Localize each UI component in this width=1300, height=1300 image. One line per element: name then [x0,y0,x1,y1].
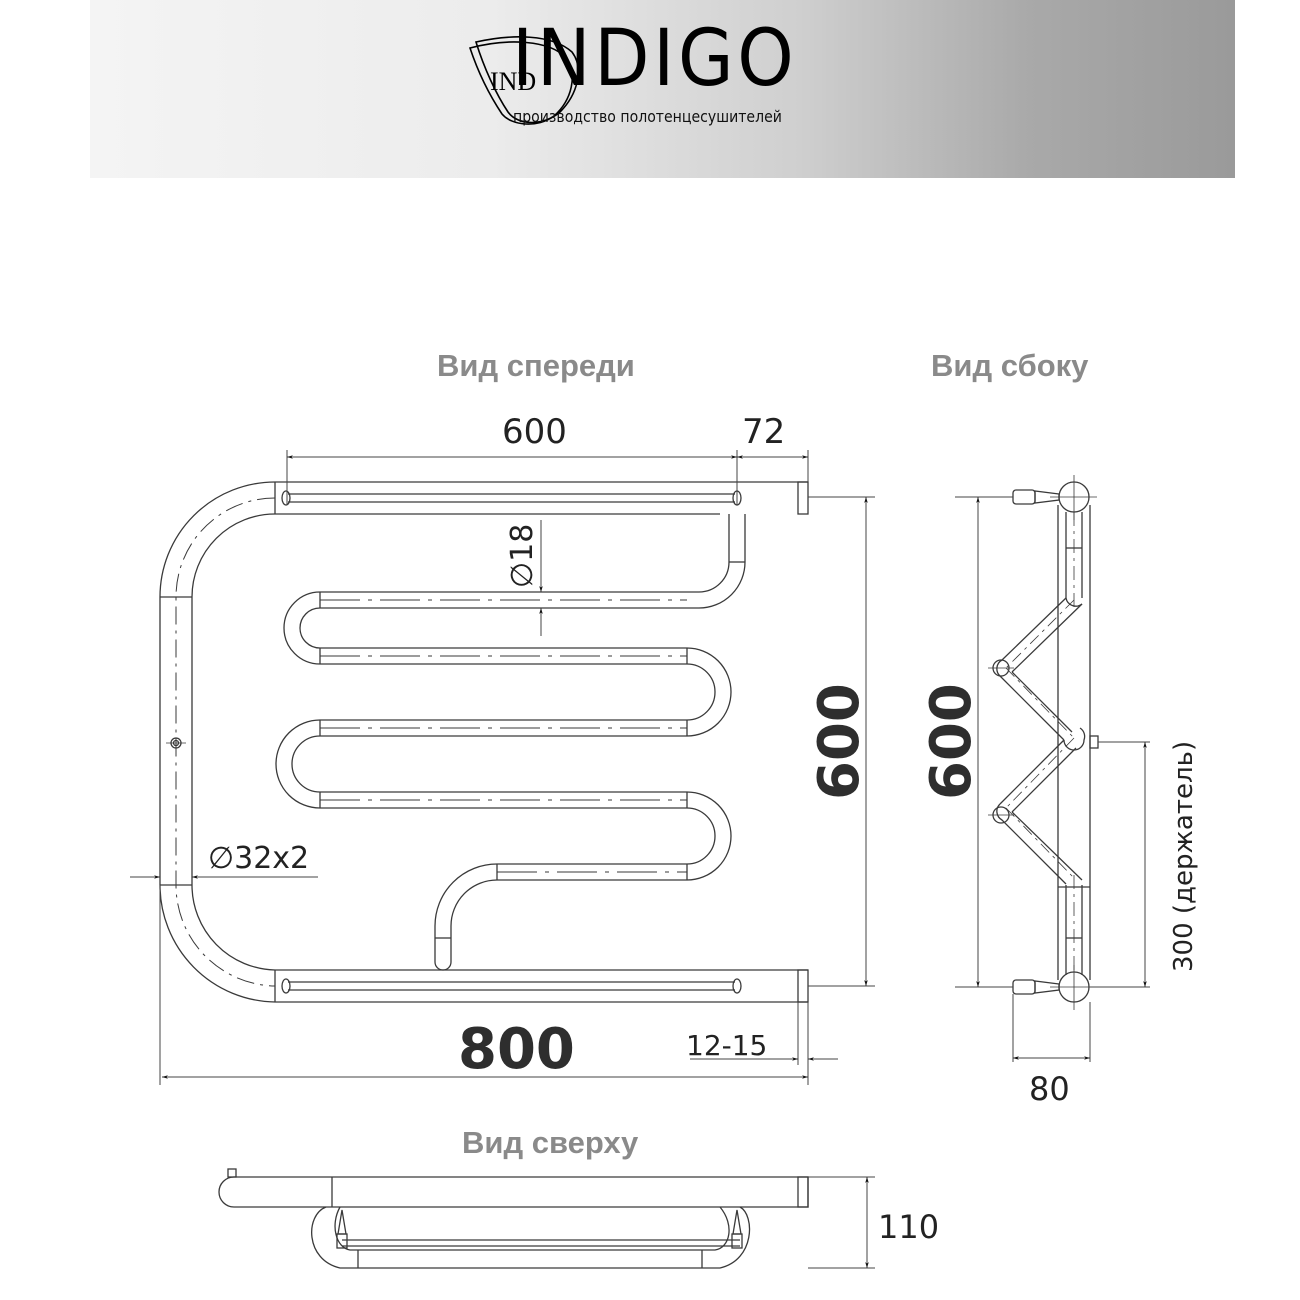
front-view-dimensions [130,450,875,1085]
front-view-drawing [159,481,809,1003]
dim-top-offset: 72 [742,412,785,452]
ind-logo-icon: IND [468,36,580,125]
dim-side-depth: 80 [1029,1070,1070,1108]
side-view-title: Вид сбоку [931,348,1089,383]
brand-name: INDIGO [512,14,798,104]
dim-wall-gap: 12-15 [686,1029,767,1062]
dim-top-depth: 110 [878,1208,939,1246]
svg-text:IND: IND [490,67,536,96]
dim-side-height: 600 [919,683,984,800]
dim-top-span: 600 [502,412,567,452]
dim-main-tube: ∅32x2 [208,841,309,876]
front-view-title: Вид спереди [437,348,635,383]
top-view-drawing [218,1168,809,1269]
dim-coil-diameter: ∅18 [505,524,540,588]
brand-tagline: производство полотенцесушителей [513,107,782,126]
top-view-dimensions [808,1176,875,1269]
dim-front-height: 600 [807,683,872,800]
side-view-drawing [988,475,1099,1010]
dim-holder-height: 300 (держатель) [1169,741,1199,972]
top-view-title: Вид сверху [462,1125,639,1160]
side-view-dimensions [955,496,1150,1062]
dim-front-width: 800 [458,1017,575,1082]
brand-header: IND INDIGO производство полотенцесушител… [90,0,1235,178]
